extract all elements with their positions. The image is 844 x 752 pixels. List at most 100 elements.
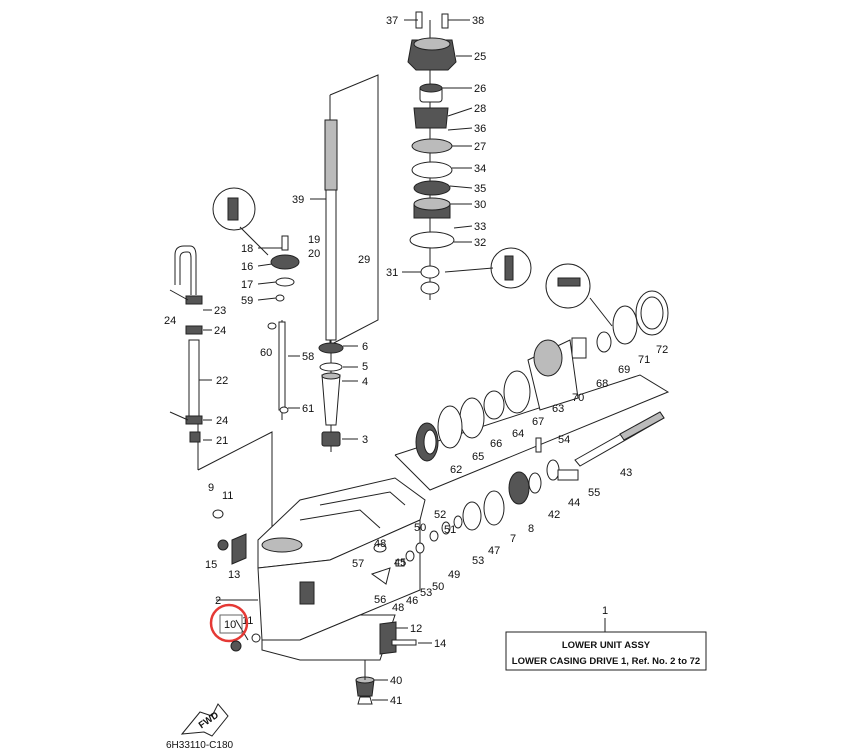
detail-bubble-bearing xyxy=(545,263,613,327)
part-10-box xyxy=(219,614,243,634)
callout-51: 51 xyxy=(444,524,456,536)
callout-57: 57 xyxy=(352,558,364,570)
callout-29: 29 xyxy=(358,254,370,266)
shift-rod-assembly xyxy=(267,235,300,420)
callout-47: 47 xyxy=(488,545,500,557)
callout-10: 10 xyxy=(224,619,236,631)
driveshaft-bearings xyxy=(318,342,344,447)
callout-19: 19 xyxy=(308,234,320,246)
callout-59: 59 xyxy=(241,295,253,307)
callout-16: 16 xyxy=(241,261,253,273)
callout-31: 31 xyxy=(386,267,398,279)
callout-44: 44 xyxy=(568,497,580,509)
fwd-arrow: FWD xyxy=(180,703,229,737)
callout-26: 26 xyxy=(474,83,486,95)
callout-2: 2 xyxy=(215,595,221,607)
callout-33: 33 xyxy=(474,221,486,233)
callout-13: 13 xyxy=(228,569,240,581)
callout-56: 56 xyxy=(374,594,386,606)
caption-block: 1 LOWER UNIT ASSY LOWER CASING DRIVE 1, … xyxy=(505,605,707,671)
callout-68: 68 xyxy=(596,378,608,390)
detail-bubble-shift xyxy=(212,187,269,256)
callout-39: 39 xyxy=(292,194,304,206)
callout-22: 22 xyxy=(216,375,228,387)
callout-55: 55 xyxy=(588,487,600,499)
callout-53b: 53 xyxy=(420,587,432,599)
callout-6: 6 xyxy=(362,341,368,353)
callout-65: 65 xyxy=(472,451,484,463)
callout-numbers: 37 38 25 26 28 36 27 34 35 30 33 32 31 3… xyxy=(164,15,668,707)
callout-67: 67 xyxy=(532,416,544,428)
driveshaft-frame xyxy=(329,74,379,346)
callout-21: 21 xyxy=(216,435,228,447)
callout-41: 41 xyxy=(390,695,402,707)
caption-title: LOWER UNIT ASSY xyxy=(562,640,651,651)
callout-24b: 24 xyxy=(214,325,226,337)
shift-link-rod xyxy=(169,245,203,470)
callout-32: 32 xyxy=(474,237,486,249)
callout-25: 25 xyxy=(474,51,486,63)
callout-64: 64 xyxy=(512,428,524,440)
callout-11a: 11 xyxy=(222,490,233,502)
callout-61: 61 xyxy=(302,403,314,415)
callout-42: 42 xyxy=(548,509,560,521)
leader-lines xyxy=(199,19,473,701)
callout-20: 20 xyxy=(308,248,320,260)
callout-54: 54 xyxy=(558,434,570,446)
callout-5: 5 xyxy=(362,361,368,373)
detail-bubble-seal xyxy=(444,247,532,289)
callout-38: 38 xyxy=(472,15,484,27)
left-assembly-frame xyxy=(197,400,273,540)
callout-53a: 53 xyxy=(472,555,484,567)
callout-17: 17 xyxy=(241,279,253,291)
callout-15: 15 xyxy=(205,559,217,571)
callout-8: 8 xyxy=(528,523,534,535)
callout-36: 36 xyxy=(474,123,486,135)
callout-66: 66 xyxy=(490,438,502,450)
callout-48a: 48 xyxy=(374,538,386,550)
trim-anodes xyxy=(212,509,417,655)
callout-12: 12 xyxy=(410,623,422,635)
callout-50b: 50 xyxy=(432,581,444,593)
callout-14: 14 xyxy=(434,638,446,650)
callout-58: 58 xyxy=(302,351,314,363)
callout-45: 45 xyxy=(394,557,406,569)
callout-28: 28 xyxy=(474,103,486,115)
callout-18: 18 xyxy=(241,243,253,255)
propeller-shaft-assembly xyxy=(370,290,669,585)
callout-60: 60 xyxy=(260,347,272,359)
callout-49: 49 xyxy=(448,569,460,581)
callout-37: 37 xyxy=(386,15,398,27)
callout-70: 70 xyxy=(572,392,584,404)
callout-3: 3 xyxy=(362,434,368,446)
callout-24a: 24 xyxy=(164,315,176,327)
callout-43: 43 xyxy=(620,467,632,479)
callout-40: 40 xyxy=(390,675,402,687)
callout-46: 46 xyxy=(406,595,418,607)
callout-62: 62 xyxy=(450,464,462,476)
callout-50a: 50 xyxy=(414,522,426,534)
callout-72: 72 xyxy=(656,344,668,356)
callout-24c: 24 xyxy=(216,415,228,427)
callout-69: 69 xyxy=(618,364,630,376)
callout-9: 9 xyxy=(208,482,214,494)
lower-casing xyxy=(257,477,426,661)
diagram-code: 6H33110-C180 xyxy=(166,740,234,751)
callout-4: 4 xyxy=(362,376,368,388)
caption-number: 1 xyxy=(602,605,608,617)
part-10-highlight-circle xyxy=(209,603,249,643)
callout-52: 52 xyxy=(434,509,446,521)
callout-35: 35 xyxy=(474,183,486,195)
callout-34: 34 xyxy=(474,163,486,175)
callout-23: 23 xyxy=(214,305,226,317)
callout-71: 71 xyxy=(638,354,650,366)
callout-27: 27 xyxy=(474,141,486,153)
callout-30: 30 xyxy=(474,199,486,211)
callout-48b: 48 xyxy=(392,602,404,614)
callout-63: 63 xyxy=(552,403,564,415)
water-pump-stack xyxy=(407,11,457,300)
water-tube-parts xyxy=(355,660,375,705)
caption-subtitle: LOWER CASING DRIVE 1, Ref. No. 2 to 72 xyxy=(512,656,700,667)
callout-7: 7 xyxy=(510,533,516,545)
